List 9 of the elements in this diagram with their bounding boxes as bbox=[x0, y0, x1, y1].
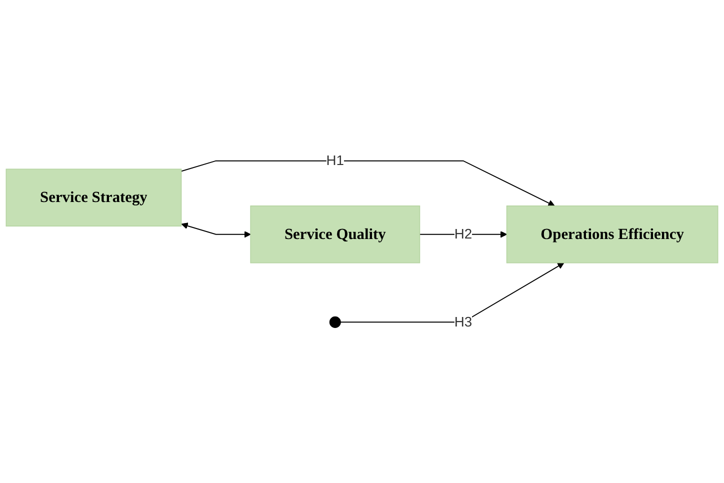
edge-label: H1 bbox=[326, 152, 344, 168]
node-box: Operations Efficiency bbox=[506, 206, 718, 264]
edge-label: H3 bbox=[454, 314, 472, 330]
arrow bbox=[180, 160, 555, 206]
arrow bbox=[181, 222, 251, 238]
arrow bbox=[340, 262, 564, 323]
edge-label: H2 bbox=[454, 226, 472, 242]
node-box: Service Quality bbox=[250, 206, 420, 264]
node-box: Service Strategy bbox=[6, 168, 182, 226]
